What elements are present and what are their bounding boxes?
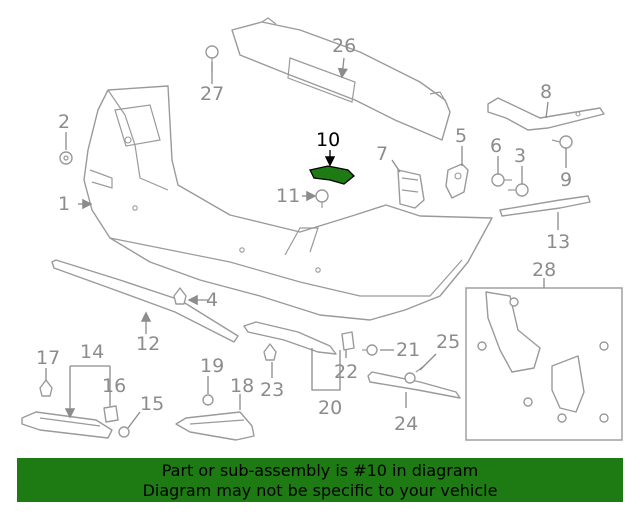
callout-26: 26 [332,35,356,57]
socket-16 [103,405,119,423]
callout-18: 18 [230,375,254,397]
screw-21 [362,344,378,356]
callout-28: 28 [532,259,556,281]
screw-11 [315,189,329,208]
reflector-24 [367,371,461,399]
clip-17 [39,379,53,397]
callout-13: 13 [546,231,570,253]
clip-23 [263,343,277,361]
callout-27: 27 [200,83,224,105]
clip-4 [173,287,187,305]
clip-19 [202,394,214,406]
clip-2 [59,151,73,165]
callout-1: 1 [58,193,70,215]
callout-17: 17 [36,347,60,369]
screw-15 [118,426,130,438]
callout-14: 14 [80,341,104,363]
bumper-cover-1 [83,85,493,321]
bracket-7 [397,169,425,209]
footer-banner: Part or sub-assembly is #10 in diagram D… [17,458,623,502]
lower-molding-12 [51,259,239,343]
mud-flap-kit-28 [465,287,623,441]
reflector-strip-13 [499,195,591,217]
callout-21: 21 [396,339,420,361]
callout-11: 11 [276,185,300,207]
callout-5: 5 [455,125,467,147]
callout-8: 8 [540,81,552,103]
callout-22: 22 [334,361,358,383]
callout-25: 25 [436,331,460,353]
callout-3: 3 [514,145,526,167]
bracket-5 [445,163,469,199]
callout-labels: 26 27 1 2 8 5 6 3 7 9 10 11 13 28 4 12 1… [36,35,572,435]
callout-9: 9 [560,169,572,191]
lamp-left-14 [21,411,113,439]
lamp-right-18 [175,411,255,441]
bracket-10-highlighted [309,165,355,185]
callout-6: 6 [490,135,502,157]
callout-15: 15 [140,393,164,415]
screw-9 [551,135,573,149]
callout-2: 2 [58,111,70,133]
callout-4: 4 [206,289,218,311]
screw-6 [491,173,512,187]
footer-line-1: Part or sub-assembly is #10 in diagram [161,461,479,480]
callout-19: 19 [200,355,224,377]
callout-12: 12 [136,333,160,355]
bracket-22 [243,321,355,355]
callout-23: 23 [260,379,284,401]
bumper-beam-26 [231,17,451,141]
side-bracket-8 [487,97,605,131]
callout-24: 24 [394,413,418,435]
leader-lines [45,57,567,429]
callout-20: 20 [318,397,342,419]
footer-line-2: Diagram may not be specific to your vehi… [142,481,498,500]
callout-16: 16 [102,375,126,397]
callout-7: 7 [376,143,388,165]
bolt-3 [508,183,529,197]
callout-10: 10 [316,129,340,151]
